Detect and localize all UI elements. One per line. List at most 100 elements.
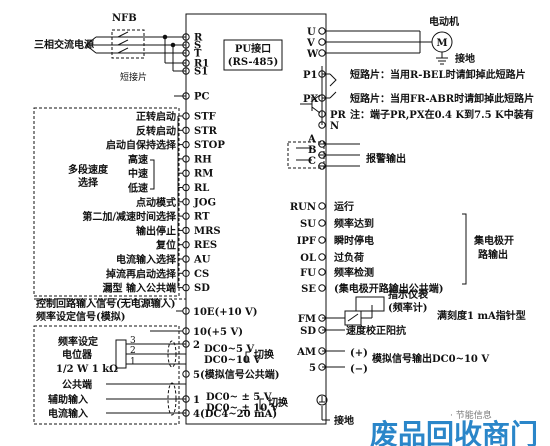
oc-label-su: 频率达到 [334, 217, 374, 230]
switch1-l2: DC0~10 V [204, 355, 261, 366]
terminal-p1 [318, 70, 326, 78]
terminal-pr [318, 110, 326, 118]
terminal-label-mrs: MRS [194, 226, 221, 237]
terminal-u [318, 27, 326, 35]
freq-label-1: 10(+5 V) [193, 327, 243, 338]
terminal-label-s: S [194, 41, 201, 52]
pu-subtitle: (RS-485) [228, 57, 278, 68]
input-label-stf: 正转启动 [136, 110, 176, 123]
oc-label-fu: 频率检测 [334, 266, 374, 279]
input-terminals: STF正转启动STR反转启动STOP启动自保持选择RH高速RM中速RL低速JOG… [82, 110, 225, 295]
input-label-rh: 高速 [128, 153, 148, 166]
meter-label-3: 满刻度1 mA指针型 [437, 309, 526, 322]
output-terminals: UVW [306, 27, 326, 60]
aux-input-current: 电流输入 [48, 407, 88, 420]
oc-label-run: 运行 [334, 200, 354, 213]
ctrl-line2: 频率设定信号(模拟) [36, 310, 125, 323]
input-label-cs: 掉流再启动选择 [106, 267, 177, 280]
terminal-c [318, 162, 326, 170]
ctrl-line1: 控制回路输入信号(无电源输入) [36, 297, 175, 310]
terminal-label-fu: FU [300, 268, 316, 279]
terminal-b [318, 151, 326, 159]
multispeed-line1: 多段速度 [68, 163, 109, 176]
input-signal-box [33, 107, 180, 297]
terminal-run [318, 202, 326, 210]
terminal-label-se: SE [301, 284, 316, 295]
alarm-relay [287, 141, 360, 169]
terminal-label-s1: S1 [194, 67, 208, 78]
potentiometer [115, 339, 186, 369]
terminal-label-b: B [308, 145, 316, 156]
aux-input-aux: 辅助输入 [48, 393, 88, 406]
terminal-label-su: SU [300, 219, 316, 230]
terminal-w [318, 49, 326, 57]
oc-label-1: 集电极开 [473, 234, 514, 247]
bottom-ground [316, 394, 330, 421]
terminal-label-ipf: IPF [297, 236, 316, 247]
terminal-ipf [318, 236, 326, 244]
terminal-label-fm: FM [298, 314, 316, 325]
terminal-label-ol: OL [300, 253, 316, 264]
note-p1: 短路片：当用R-BEL时请卸掉此短路片 [350, 68, 526, 81]
pot-label-2: 电位器 [62, 348, 93, 361]
motor-wiring [326, 30, 453, 65]
input-label-rl: 低速 [127, 182, 148, 195]
ground2-label: 接地 [334, 414, 354, 427]
oc-label-2: 路输出 [478, 248, 508, 261]
switch1-l1: DC0~5 V [204, 344, 254, 355]
pu-interface-box [223, 39, 283, 71]
freq-label-0: 10E(+10 V) [193, 307, 258, 318]
motor-label: 电动机 [429, 15, 459, 28]
pot-pin-2: 2 [130, 346, 136, 356]
freq-label-5: 4(DC4~20 mA) [193, 409, 277, 420]
terminal-label-n: N [330, 121, 339, 132]
ao-label: 模拟信号输出DC0~10 V [372, 352, 489, 365]
ao-plus: (+) [350, 348, 368, 359]
terminal-se [318, 284, 326, 292]
terminal-label-stf: STF [194, 112, 216, 123]
terminal-label-sd: SD [194, 283, 210, 294]
oc-label-ol: 过负荷 [334, 251, 364, 264]
terminal-label-str: STR [194, 126, 218, 137]
terminal-label-pc: PC [194, 92, 210, 103]
oc-label-se: (集电极开路输出公共端) [334, 282, 443, 295]
meter-label-2: (频率计) [388, 301, 427, 314]
terminal-label-t: T [194, 49, 202, 60]
terminal-t [182, 49, 190, 57]
nfb-label: NFB [112, 13, 137, 24]
terminal-am [318, 347, 326, 355]
multispeed-bracket [150, 159, 155, 190]
input-label-mrs: 输出停止 [136, 224, 176, 237]
motor-letter: M [436, 38, 447, 49]
terminal-label-p1: P1 [303, 70, 317, 81]
input-label-jog: 点动模式 [136, 196, 176, 209]
freq-terminal-3 [182, 370, 190, 378]
terminal-label-stop: STOP [194, 140, 225, 151]
terminal-n [318, 121, 326, 129]
terminal-label-rm: RM [194, 169, 213, 180]
input-label-res: 复位 [155, 239, 176, 252]
terminal-label-rl: RL [194, 183, 209, 194]
terminal-label-jog: JOG [193, 197, 216, 208]
terminal-a [318, 140, 326, 148]
terminal-label-a: A [307, 134, 316, 145]
switch2-bracket [259, 398, 264, 410]
watermark-small: · 节能信息 [450, 409, 492, 421]
power-label: 三相交流电源 [34, 38, 94, 51]
pu-title: PU接口 [235, 42, 271, 55]
input-label-rm: 中速 [128, 167, 148, 180]
terminal-label-rh: RH [194, 154, 212, 165]
freq-label-2: 2 [193, 340, 200, 351]
freq-label-4: 1 [193, 395, 200, 406]
pot-label-1: 频率设定 [58, 335, 98, 348]
terminal-label-cs: CS [194, 269, 209, 280]
watermark: 废品回收商门 [370, 418, 538, 446]
input-label-au: 电流输入选择 [116, 253, 177, 266]
terminal-label-w: W [306, 49, 319, 60]
terminal-label-rt: RT [194, 212, 210, 223]
input-label-sd: 漏型 输入公共端 [103, 282, 176, 295]
aux-input-common: 公共端 [62, 378, 92, 391]
freq-label-3: 5(模拟信号公共端) [193, 368, 279, 381]
